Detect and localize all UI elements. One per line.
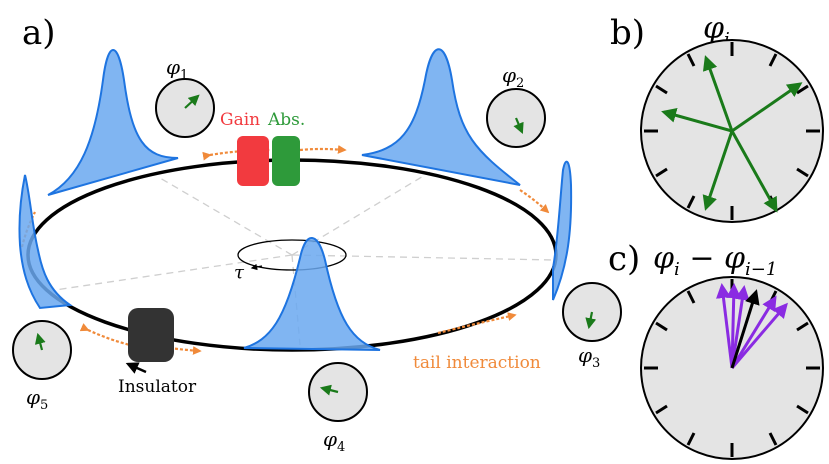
pulse-2 <box>361 48 521 186</box>
svg-text:φ4: φ4 <box>323 427 345 455</box>
dial-3-sym: φ <box>578 343 592 367</box>
dial-4-sub: 4 <box>337 440 345 455</box>
dial-5-sym: φ <box>26 385 40 409</box>
svg-text:φ5: φ5 <box>26 385 48 413</box>
phase-clock-b <box>640 39 824 223</box>
abs-label: Abs. <box>267 110 305 130</box>
svg-text:φ1: φ1 <box>166 55 188 83</box>
tail-interaction-label: tail interaction <box>413 353 541 373</box>
dial-5-sub: 5 <box>40 398 48 413</box>
panel-c-title-sub: i <box>674 259 680 280</box>
svg-text:φ2: φ2 <box>502 63 524 91</box>
panel-c-title-rest: − φ <box>680 241 745 276</box>
panel-b-letter: b) <box>610 13 645 53</box>
absorber-icon: Abs. <box>267 110 305 186</box>
gain-medium-icon: Gain <box>220 110 269 186</box>
insulator-icon: Insulator <box>118 308 197 397</box>
dial-2-sym: φ <box>502 63 516 87</box>
dial-4-sym: φ <box>323 427 337 451</box>
pulse-5 <box>18 174 73 310</box>
tau-rotation: τ <box>234 239 347 283</box>
svg-text:φ3: φ3 <box>578 343 600 371</box>
pulse-3 <box>552 160 573 301</box>
pulse-4 <box>243 237 381 351</box>
tau-label: τ <box>234 262 245 283</box>
panel-c-letter: c) <box>608 239 640 279</box>
dial-phi-5: φ5 <box>12 320 72 413</box>
dial-phi-3: φ3 <box>562 282 622 371</box>
pulse-1 <box>47 49 179 196</box>
phase-clock-c <box>640 276 824 460</box>
dial-1-sym: φ <box>166 55 180 79</box>
panel-c-title: φ <box>653 241 674 276</box>
dial-phi-4: φ4 <box>308 362 368 455</box>
svg-text:φi − φi−1: φi − φi−1 <box>653 241 777 280</box>
dial-1-sub: 1 <box>180 68 188 83</box>
panel-c-title-sub2: i−1 <box>745 259 777 280</box>
dial-phi-1: φ1 <box>155 55 215 138</box>
panel-a-letter: a) <box>22 13 56 53</box>
dial-phi-2: φ2 <box>486 63 546 148</box>
dial-3-sub: 3 <box>592 356 600 371</box>
gain-label: Gain <box>220 110 260 130</box>
dial-2-sub: 2 <box>516 76 524 91</box>
panel-b-title: φ <box>703 11 724 46</box>
pulses <box>18 48 573 351</box>
insulator-label: Insulator <box>118 377 197 397</box>
